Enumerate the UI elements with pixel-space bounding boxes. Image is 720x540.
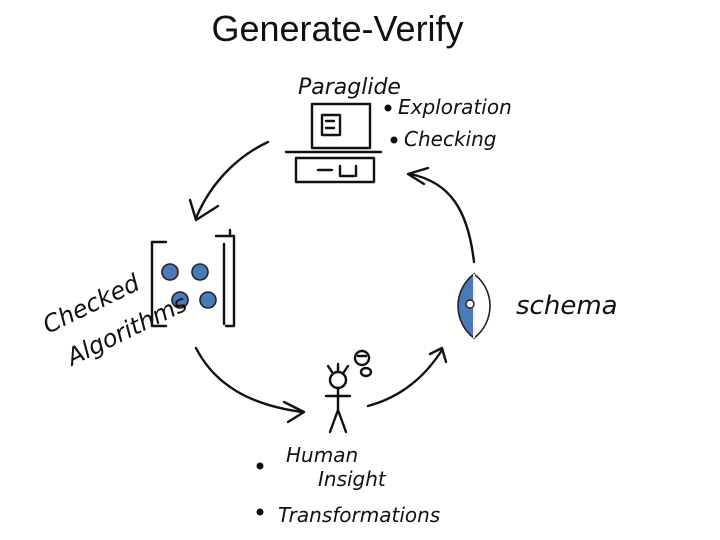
schema-pie [457, 272, 491, 340]
algorithm-dot [199, 291, 217, 309]
algorithm-dot [161, 263, 179, 281]
algorithms-box [150, 228, 236, 328]
paraglide-bullets: Exploration Checking [384, 95, 512, 151]
page-title: Generate-Verify [211, 8, 464, 49]
bullet-human: Human [286, 443, 358, 467]
bullet-exploration: Exploration [398, 95, 512, 119]
algorithm-dot [191, 263, 209, 281]
bullet-insight: Insight [318, 467, 387, 491]
arrow-human-to-schema [366, 346, 448, 408]
arrow-paraglide-to-algorithms [188, 140, 270, 222]
algorithm-dot [171, 291, 189, 309]
human-figure [324, 362, 352, 434]
computer-icon [284, 102, 383, 184]
bullet-transformations: Transformations [278, 503, 440, 527]
schema-label: schema [516, 291, 618, 321]
lightbulb-icon [353, 349, 373, 378]
bullet-checking: Checking [404, 127, 496, 151]
arrow-algorithms-to-human [194, 346, 306, 424]
paraglide-label: Paraglide [298, 75, 401, 100]
arrow-schema-to-paraglide [406, 166, 476, 264]
human-bullets: Human Insight Transformations [256, 443, 440, 527]
